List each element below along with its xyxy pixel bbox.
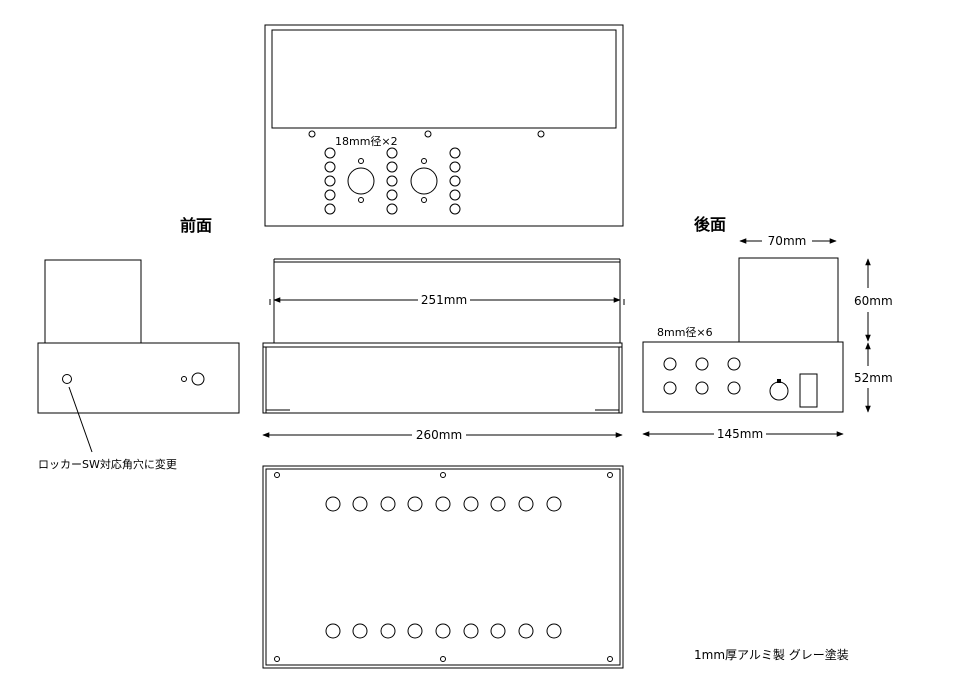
- screw-hole: [537, 130, 545, 138]
- dim-lower-height: 52mm: [854, 371, 893, 385]
- back-label: 後面: [694, 215, 726, 234]
- front-upper-box: [44, 259, 142, 344]
- material-note: 1mm厚アルミ製 グレー塗装: [694, 647, 849, 662]
- rocker-leader-line: [68, 386, 93, 453]
- side-chassis: [262, 342, 623, 414]
- front-panel: [37, 342, 240, 414]
- screw-hole: [308, 130, 316, 138]
- top-panel-cutout: [271, 29, 617, 129]
- hole18-label: 18mm径×2: [335, 135, 398, 148]
- bottom-holes-upper: [325, 496, 562, 512]
- bottom-panel-view: [262, 465, 624, 669]
- back-upper-box: [738, 257, 839, 343]
- dim-upper-width: 70mm: [768, 234, 807, 248]
- back-panel: [642, 341, 844, 413]
- dim-depth: 145mm: [717, 427, 763, 441]
- rca-jack-holes: [663, 357, 741, 395]
- dim-upper-height: 60mm: [854, 294, 893, 308]
- rocker-note: ロッカーSW対応角穴に変更: [38, 457, 177, 471]
- hole8-label: 8mm径×6: [657, 326, 713, 339]
- bottom-panel-outline: [262, 465, 624, 669]
- hole-column-left: [324, 147, 336, 215]
- front-view: ロッカーSW対応角穴に変更: [37, 259, 240, 471]
- fuse-holder-hole: [799, 373, 818, 408]
- led-hole: [181, 376, 187, 382]
- tube-socket-right: [410, 158, 438, 203]
- knob-hole: [191, 372, 205, 386]
- side-view: 251mm 260mm: [262, 258, 625, 442]
- bottom-holes-lower: [325, 623, 562, 639]
- back-view: 70mm 8mm径×6 60mm 52mm 145mm: [642, 234, 893, 441]
- top-panel-view: 18mm径×2: [264, 24, 624, 227]
- power-inlet-hole: [769, 379, 789, 401]
- tube-socket-left: [347, 158, 375, 203]
- rocker-switch-hole: [62, 374, 72, 384]
- hole-column-right: [449, 147, 461, 215]
- dim-overall-width: 260mm: [416, 428, 462, 442]
- screw-hole: [424, 130, 432, 138]
- front-label: 前面: [180, 216, 212, 235]
- hole-column-mid: [386, 147, 398, 215]
- dim-inner-width: 251mm: [421, 293, 467, 307]
- top-panel-outline: [264, 24, 624, 227]
